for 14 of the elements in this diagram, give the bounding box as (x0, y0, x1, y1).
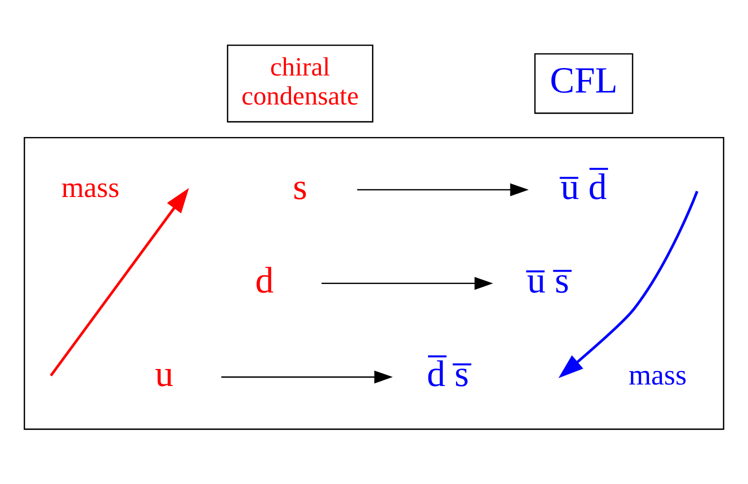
label: mass (61, 172, 120, 204)
node-text: d (255, 259, 274, 300)
node-box: CFL (534, 52, 634, 114)
node-text: u̅ d̅ (560, 165, 607, 206)
node-text: u (155, 352, 174, 394)
arrow (357, 182, 529, 196)
arrow (322, 276, 494, 290)
label: mass (628, 358, 687, 391)
cluster (24, 136, 724, 430)
node-text: u̅ s̅ (527, 259, 570, 300)
node-text: s (292, 165, 308, 206)
arrow (221, 370, 393, 384)
node-text: d̅ s̅ (426, 352, 469, 394)
node-box: chiral condensate (226, 44, 374, 122)
